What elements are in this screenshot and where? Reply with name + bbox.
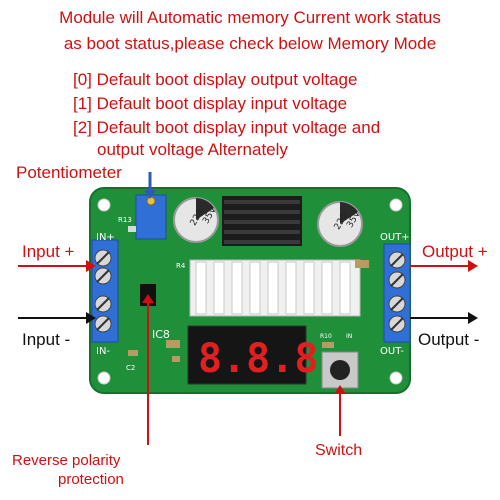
arrows: [18, 172, 478, 445]
mode-2-text-continued: output voltage Alternately: [97, 140, 288, 159]
silk-r13: R13: [118, 216, 132, 224]
seven-segment-display: 8.8.8.: [187, 325, 343, 385]
switch-label: Switch: [315, 442, 363, 459]
silk-in-minus: IN-: [96, 346, 110, 357]
potentiometer-label: Potentiometer: [16, 163, 122, 182]
input-minus-label: Input -: [22, 330, 71, 349]
mount-hole: [389, 198, 403, 212]
silk-in-small: IN: [346, 333, 352, 340]
capacitor-right: 220 35V: [317, 201, 363, 247]
silk-out-plus: OUT+: [380, 232, 410, 243]
silk-ic8: IC8: [152, 328, 170, 341]
output-plus-label: Output +: [422, 242, 488, 261]
header-line-2: as boot status,please check below Memory…: [63, 34, 437, 53]
silk-r10: R10: [320, 333, 332, 340]
aluminum-heatsink: [189, 259, 361, 317]
output-minus-label: Output -: [418, 330, 480, 349]
header-line-1: Module will Automatic memory Current wor…: [59, 8, 441, 27]
output-terminal-block: [383, 243, 411, 343]
input-terminal-block: [91, 239, 119, 343]
input-plus-label: Input +: [22, 242, 75, 261]
mount-hole: [389, 371, 403, 385]
mode-2-text: [2] Default boot display input voltage a…: [73, 118, 381, 137]
silk-r4: R4: [176, 262, 186, 270]
silk-c2: C2: [126, 364, 135, 372]
push-button-switch: [321, 351, 359, 389]
reverse-polarity-label: Reverse polarity: [12, 452, 121, 469]
black-heatsink: [222, 196, 302, 246]
reverse-polarity-label-continued: protection: [58, 471, 124, 488]
display-digits: 8.8.8.: [198, 336, 343, 382]
silk-out-minus: OUT-: [380, 346, 404, 357]
silk-in-plus: IN+: [96, 232, 115, 243]
mode-0-text: [0] Default boot display output voltage: [73, 70, 358, 89]
mount-hole: [97, 198, 111, 212]
capacitor-left: 220 35V: [173, 197, 219, 243]
potentiometer-component: [128, 194, 167, 240]
mode-1-text: [1] Default boot display input voltage: [73, 94, 348, 113]
mount-hole: [97, 371, 111, 385]
